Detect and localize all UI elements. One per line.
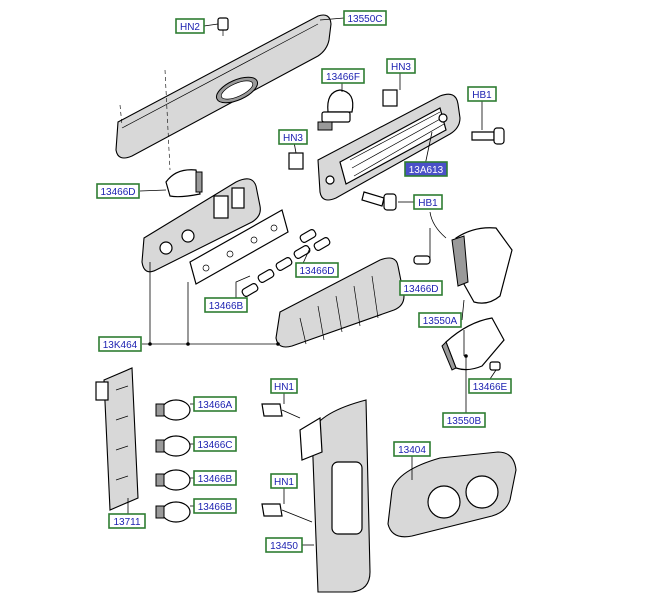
callout-13466c-text: 13466C (197, 440, 232, 451)
callout-13k464[interactable]: 13K464 (98, 336, 142, 352)
callout-13466b-upper[interactable]: 13466B (193, 470, 237, 486)
festoon-bulb-left (165, 169, 203, 198)
rear-lamp-housing (299, 399, 371, 593)
callout-hn1-upper-text: HN1 (274, 382, 294, 393)
callout-13450-text: 13450 (270, 541, 298, 552)
callout-13466b-mid-text: 13466B (209, 301, 244, 312)
nut-hn3-left (288, 152, 304, 170)
callout-13466d-top-text: 13466D (100, 187, 135, 198)
callout-13466a[interactable]: 13466A (193, 396, 237, 412)
callout-13404-text: 13404 (398, 445, 426, 456)
pin-hn1-lower (261, 503, 313, 523)
leader-dots (148, 342, 468, 358)
clip-fastener (217, 17, 229, 36)
bulb-13466c (155, 435, 191, 457)
leader-lines (127, 17, 497, 546)
tail-lamp-lens (275, 257, 405, 348)
callout-13466b-mid[interactable]: 13466B (204, 297, 248, 313)
side-marker-lamp (429, 211, 513, 304)
screw-hb1-right (471, 127, 505, 145)
callout-hn3-upper[interactable]: HN3 (386, 58, 416, 74)
marker-bulb (413, 255, 431, 265)
callout-hn2[interactable]: HN2 (175, 18, 205, 34)
callout-13466b-lower-text: 13466B (198, 502, 233, 513)
callout-13466e-text: 13466E (473, 382, 508, 393)
callout-13711-text: 13711 (113, 517, 141, 528)
callout-13466d-top[interactable]: 13466D (96, 183, 140, 199)
nut-hn3-upper (382, 89, 398, 107)
callout-13450[interactable]: 13450 (265, 537, 303, 553)
callout-13466b-lower[interactable]: 13466B (193, 498, 237, 514)
callout-13550c[interactable]: 13550C (343, 10, 387, 26)
callout-hn1-lower[interactable]: HN1 (270, 473, 298, 489)
callout-hn1-lower-text: HN1 (274, 477, 294, 488)
callout-13550a[interactable]: 13550A (418, 312, 462, 328)
callout-13550b-text: 13550B (447, 416, 482, 427)
callout-13404[interactable]: 13404 (393, 441, 431, 457)
callout-13a613[interactable]: 13A613 (404, 161, 448, 177)
callout-13550b[interactable]: 13550B (442, 412, 486, 428)
callout-hn1-upper[interactable]: HN1 (270, 378, 298, 394)
callout-13466d-mid-text: 13466D (299, 266, 334, 277)
callout-hb1-lower-text: HB1 (418, 198, 438, 209)
rear-trim-panel (115, 14, 332, 171)
wedge-bulb (317, 89, 354, 131)
callout-13550c-text: 13550C (347, 14, 382, 25)
pin-hn1-upper (261, 403, 301, 419)
callout-13k464-text: 13K464 (103, 340, 138, 351)
callout-13466c[interactable]: 13466C (193, 436, 237, 452)
callout-hn3-left[interactable]: HN3 (278, 129, 308, 145)
callout-13466a-text: 13466A (198, 400, 233, 411)
callout-13466b-upper-text: 13466B (198, 474, 233, 485)
callout-hb1-right-text: HB1 (472, 90, 492, 101)
callout-13466d-mid[interactable]: 13466D (295, 262, 339, 278)
reflector-13550a (441, 317, 505, 371)
callout-hb1-right[interactable]: HB1 (467, 86, 497, 102)
screw-hb1-lower (361, 191, 397, 211)
callout-13711[interactable]: 13711 (108, 513, 146, 529)
callout-13466e[interactable]: 13466E (468, 378, 512, 394)
high-mount-stop-lamp (317, 93, 461, 201)
callout-hn3-left-text: HN3 (283, 133, 303, 144)
lamp-socket-plate (141, 178, 261, 273)
callout-13466d-right[interactable]: 13466D (399, 280, 443, 296)
gasket (189, 209, 289, 285)
bulb-13466b-lower (155, 501, 191, 523)
callout-13466f-text: 13466F (326, 72, 360, 83)
callout-13550a-text: 13550A (423, 316, 458, 327)
bulb-13466e (489, 361, 501, 371)
callout-13466d-right-text: 13466D (403, 284, 438, 295)
bulb-holder (95, 367, 139, 511)
small-bulbs-cluster (241, 229, 331, 297)
bulb-13466b-upper (155, 469, 191, 491)
callout-13a613-text: 13A613 (409, 165, 444, 176)
callout-13466f[interactable]: 13466F (321, 68, 365, 84)
callout-hb1-lower[interactable]: HB1 (413, 194, 443, 210)
fog-lamp (387, 451, 517, 538)
callout-hn3-upper-text: HN3 (391, 62, 411, 73)
bulb-13466a (155, 399, 191, 421)
callout-hn2-text: HN2 (180, 22, 200, 33)
